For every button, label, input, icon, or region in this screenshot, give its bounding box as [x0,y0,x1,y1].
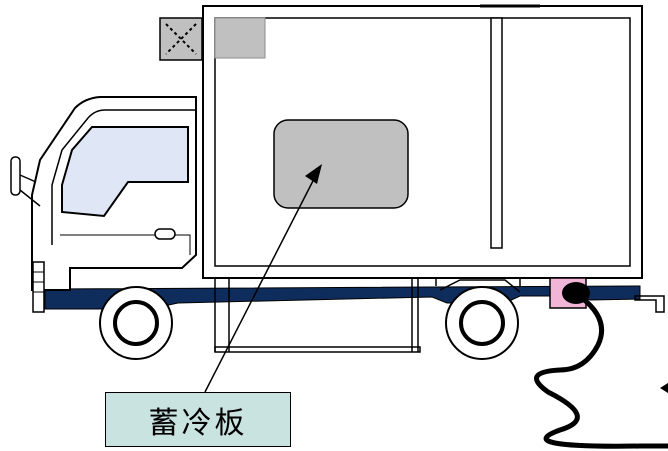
callout-arrowhead [305,164,322,184]
cargo-box [202,4,643,279]
power-plug-socket [549,277,590,309]
box-underframe [214,278,521,353]
truck-cab [31,96,197,313]
cold-storage-plate-callout: 蓄冷板 [105,392,291,447]
cable-arrow-icon [660,383,668,393]
power-cable [534,295,668,449]
front-wheel [99,286,173,360]
cab-window [61,126,189,218]
refrigeration-unit [159,17,266,61]
door-handle [154,228,176,240]
cold-storage-plate [273,119,409,209]
rear-wheel [445,286,519,360]
side-mirror [10,156,41,207]
callout-leader-line [204,174,317,393]
